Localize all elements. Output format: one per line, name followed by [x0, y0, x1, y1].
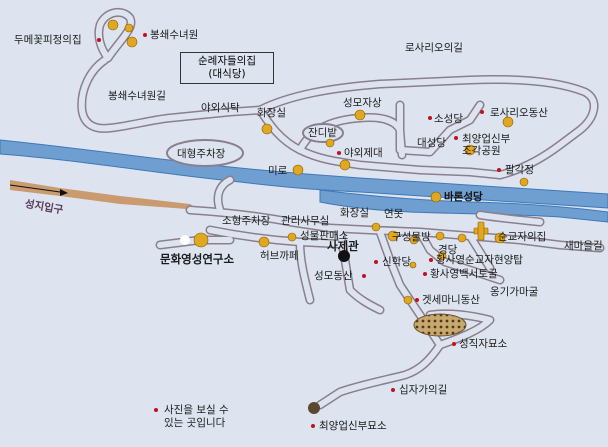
photo-marker-altar: [337, 151, 341, 155]
photo-marker-rosary: [480, 110, 484, 114]
photo-marker-bongswae: [143, 33, 147, 37]
label-small-parking: 소형주차장: [222, 215, 271, 227]
culture-center-marker: [180, 235, 190, 245]
label-octagon: 팔각정: [505, 164, 534, 176]
photo-marker-tower: [429, 258, 433, 262]
photo-marker-shinhak: [374, 260, 378, 264]
photo-marker-octagon: [497, 168, 501, 172]
label-office: 관리사무실: [281, 215, 330, 227]
photo-marker-small-hall: [428, 116, 432, 120]
photo-marker-cemetery: [452, 342, 456, 346]
label-choi-tomb: 최양업신부묘소: [319, 420, 387, 432]
label-martyr-house: 순교자의집: [498, 231, 547, 243]
choi-tomb-mound: [308, 402, 320, 414]
label-cemetery: 성직자묘소: [459, 338, 508, 350]
road-network: [77, 7, 605, 410]
photo-marker-cave: [423, 272, 427, 276]
label-miro: 미로: [268, 165, 288, 177]
photo-marker-dumekkot: [97, 38, 101, 42]
label-big-hall: 대성당: [417, 137, 446, 149]
label-store: 성물판매소: [300, 230, 349, 242]
grass-area: [302, 123, 344, 143]
site-markers: [107, 19, 529, 305]
label-grass: 잔디밭: [308, 127, 337, 139]
label-cross-road: 십자가의길: [399, 384, 448, 396]
label-dumekkot: 두메꽃피정의집: [14, 34, 82, 46]
large-parking-area: [166, 139, 244, 167]
legend-text: 사진을 보실 수 있는 곳입니다: [164, 404, 229, 429]
label-outdoor-altar: 야외제대: [344, 147, 383, 159]
river: [0, 139, 608, 223]
label-onggi: 옹기가마굴: [490, 286, 539, 298]
label-shinhakdang: 신학당: [382, 256, 411, 268]
photo-marker-gethsemane: [415, 298, 419, 302]
photo-marker-sculpture: [454, 136, 458, 140]
label-barun-hall: 바론성당: [444, 191, 483, 203]
label-small-hall: 소성당: [434, 113, 463, 125]
label-rosary-hill: 로사리오동산: [490, 107, 548, 119]
label-statue: 성모자상: [343, 97, 382, 109]
label-yaoe-restaurant: 야외식탁: [201, 102, 240, 114]
label-hwangsayoung-cave: 황사영백서토굴: [430, 268, 498, 280]
label-restroom1: 화장실: [257, 107, 286, 119]
photo-marker-cross: [391, 388, 395, 392]
photo-marker-mary-hill: [362, 274, 366, 278]
label-rosary-road: 로사리오의길: [405, 42, 463, 54]
photo-marker-choi-tomb: [311, 424, 315, 428]
pilgrims-house-box: 순례자들의집 (대식당): [180, 52, 274, 84]
label-rectory: 사제관: [327, 239, 359, 253]
label-gethsemane: 겟세마니동산: [422, 294, 480, 306]
pilgrims-house-label: 순례자들의집 (대식당): [198, 55, 256, 80]
label-culture-center: 문화영성연구소: [160, 252, 235, 266]
legend-dot: [154, 408, 158, 412]
label-sculpture-park: 최양업신부 조각공원: [462, 133, 511, 157]
label-hwangsayoung-tower: 황사영순교자현양탑: [436, 254, 523, 266]
label-bongswae-road: 봉쇄수녀원길: [108, 90, 166, 102]
label-gyeongdang: 경당: [438, 244, 458, 256]
rectory-marker: [338, 250, 350, 262]
label-pond: 연못: [384, 208, 404, 220]
label-restroom2: 화장실: [340, 207, 369, 219]
label-old-church: 구성물방: [392, 231, 431, 243]
label-saemaeul: 새마을길: [564, 240, 603, 252]
label-herb-farm: 허브까페: [260, 250, 299, 262]
label-mary-hill: 성모동산: [314, 270, 353, 282]
cemetery-area: [413, 313, 467, 337]
entrance-arrow: [9, 184, 68, 196]
label-large-parking: 대형주차장: [177, 148, 226, 160]
label-bongswae-house: 봉쇄수녀원: [150, 29, 199, 41]
